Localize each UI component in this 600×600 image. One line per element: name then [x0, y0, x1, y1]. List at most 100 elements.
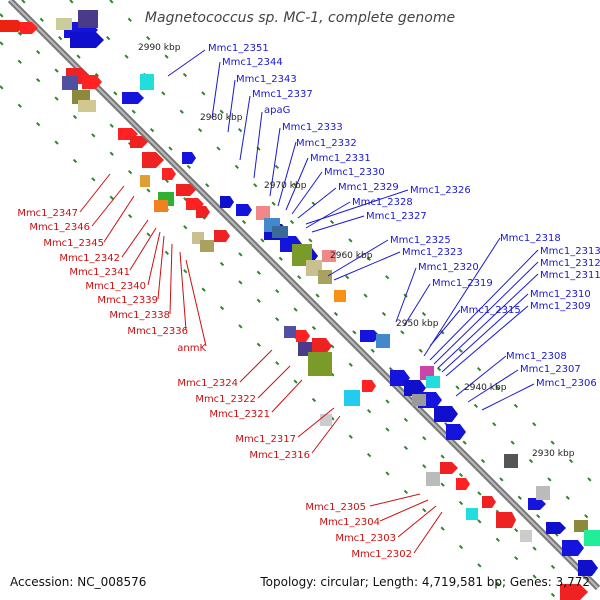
- gene-label: Mmc1_2333: [282, 122, 343, 133]
- gene-label: Mmc1_2328: [352, 197, 413, 208]
- gene-label: Mmc1_2340: [85, 281, 146, 292]
- gene-label: Mmc1_2307: [520, 364, 581, 375]
- feature-box: [308, 352, 332, 376]
- gene-label: Mmc1_2318: [500, 233, 561, 244]
- feature-box: [140, 74, 154, 90]
- gene-label: Mmc1_2313: [540, 246, 600, 257]
- feature-box: [466, 508, 478, 520]
- feature-box: [322, 250, 336, 262]
- gene-feature: [496, 512, 516, 528]
- gene-label: Mmc1_2330: [324, 167, 385, 178]
- feature-box: [426, 472, 440, 486]
- gene-label: Mmc1_2341: [69, 267, 130, 278]
- red-leader-lines: [79, 173, 443, 554]
- gene-label: Mmc1_2332: [296, 138, 357, 149]
- gene-label: Mmc1_2321: [209, 409, 270, 420]
- gene-label: Mmc1_2320: [418, 262, 479, 273]
- feature-box: [256, 206, 270, 220]
- feature-box: [56, 18, 72, 30]
- feature-box: [344, 390, 360, 406]
- gene-feature: [20, 22, 38, 34]
- genome-backbone: [7, 0, 600, 591]
- feature-box: [62, 76, 78, 90]
- feature-boxes: [56, 10, 600, 546]
- gene-feature: [70, 32, 104, 48]
- gene-label: Mmc1_2310: [530, 289, 591, 300]
- kbp-label: 2960 kbp: [330, 251, 373, 261]
- red-gene-labels: Mmc1_2347 Mmc1_2346 Mmc1_2345 Mmc1_2342 …: [17, 208, 412, 560]
- gene-feature: [440, 462, 458, 474]
- map-title: Magnetococcus sp. MC-1, complete genome: [145, 10, 455, 26]
- gene-feature: [236, 204, 252, 216]
- gene-feature: [182, 152, 196, 164]
- gene-label: Mmc1_2338: [109, 310, 170, 321]
- feature-box: [584, 530, 600, 546]
- gene-label: Mmc1_2308: [506, 351, 567, 362]
- gene-feature: [434, 406, 458, 422]
- gene-label: Mmc1_2302: [351, 549, 412, 560]
- gene-feature: [456, 478, 470, 490]
- gene-feature: [546, 522, 566, 534]
- gene-label: Mmc1_2351: [208, 43, 269, 54]
- gene-label: Mmc1_2317: [235, 434, 296, 445]
- gene-label: Mmc1_2342: [59, 253, 120, 264]
- gene-label: Mmc1_2304: [319, 517, 380, 528]
- gene-label: Mmc1_2306: [536, 378, 597, 389]
- gene-feature: [362, 380, 376, 392]
- gene-label: Mmc1_2322: [195, 394, 256, 405]
- gene-feature: [220, 196, 234, 208]
- gene-label: Mmc1_2315: [460, 305, 521, 316]
- gene-feature: [196, 206, 210, 218]
- gene-feature: [312, 338, 332, 354]
- gene-feature: [162, 168, 176, 180]
- feature-box: [284, 326, 296, 338]
- gene-feature: [214, 230, 230, 242]
- feature-box: [272, 226, 288, 238]
- genome-summary-text: Topology: circular; Length: 4,719,581 bp…: [259, 575, 590, 589]
- red-features: [0, 20, 588, 600]
- gene-label: Mmc1_2326: [410, 185, 471, 196]
- kbp-label: 2930 kbp: [532, 449, 575, 459]
- gene-label: Mmc1_2311: [540, 270, 600, 281]
- feature-box: [334, 290, 346, 302]
- feature-box: [140, 175, 150, 187]
- gene-feature: [482, 496, 496, 508]
- feature-box: [574, 520, 588, 532]
- feature-box: [376, 334, 390, 348]
- gene-feature: [578, 560, 598, 576]
- gene-label: anmK: [177, 343, 206, 354]
- gene-label: Mmc1_2327: [366, 211, 427, 222]
- gene-feature: [360, 330, 380, 342]
- gene-label: Mmc1_2346: [29, 222, 90, 233]
- feature-box: [154, 200, 168, 212]
- feature-box: [200, 240, 214, 252]
- gene-label: Mmc1_2336: [127, 326, 188, 337]
- blue-leader-lines: [167, 49, 539, 411]
- gene-feature: [528, 498, 546, 510]
- feature-box: [520, 530, 532, 542]
- gene-label: Mmc1_2337: [252, 89, 313, 100]
- gene-label: Mmc1_2329: [338, 182, 399, 193]
- kbp-scale-labels: 2990 kbp 2980 kbp 2970 kbp 2960 kbp 2950…: [138, 43, 575, 459]
- gene-label: Mmc1_2331: [310, 153, 371, 164]
- gene-label: Mmc1_2323: [402, 247, 463, 258]
- accession-text: Accession: NC_008576: [10, 575, 146, 589]
- gene-feature: [82, 75, 102, 89]
- gene-label: Mmc1_2345: [43, 238, 104, 249]
- feature-box: [412, 394, 426, 406]
- gene-label: Mmc1_2324: [177, 378, 238, 389]
- blue-gene-labels: Mmc1_2351 Mmc1_2344 Mmc1_2343 Mmc1_2337 …: [208, 43, 600, 389]
- feature-box: [78, 100, 96, 112]
- gene-feature: [446, 424, 466, 440]
- gene-label: Mmc1_2312: [540, 258, 600, 269]
- gene-label: Mmc1_2316: [249, 450, 310, 461]
- feature-box: [426, 376, 440, 388]
- feature-box: [320, 414, 332, 426]
- gene-feature: [560, 584, 588, 600]
- gene-label: Mmc1_2309: [530, 301, 591, 312]
- kbp-label: 2970 kbp: [264, 181, 307, 191]
- feature-box: [536, 486, 550, 500]
- gene-feature: [562, 540, 584, 556]
